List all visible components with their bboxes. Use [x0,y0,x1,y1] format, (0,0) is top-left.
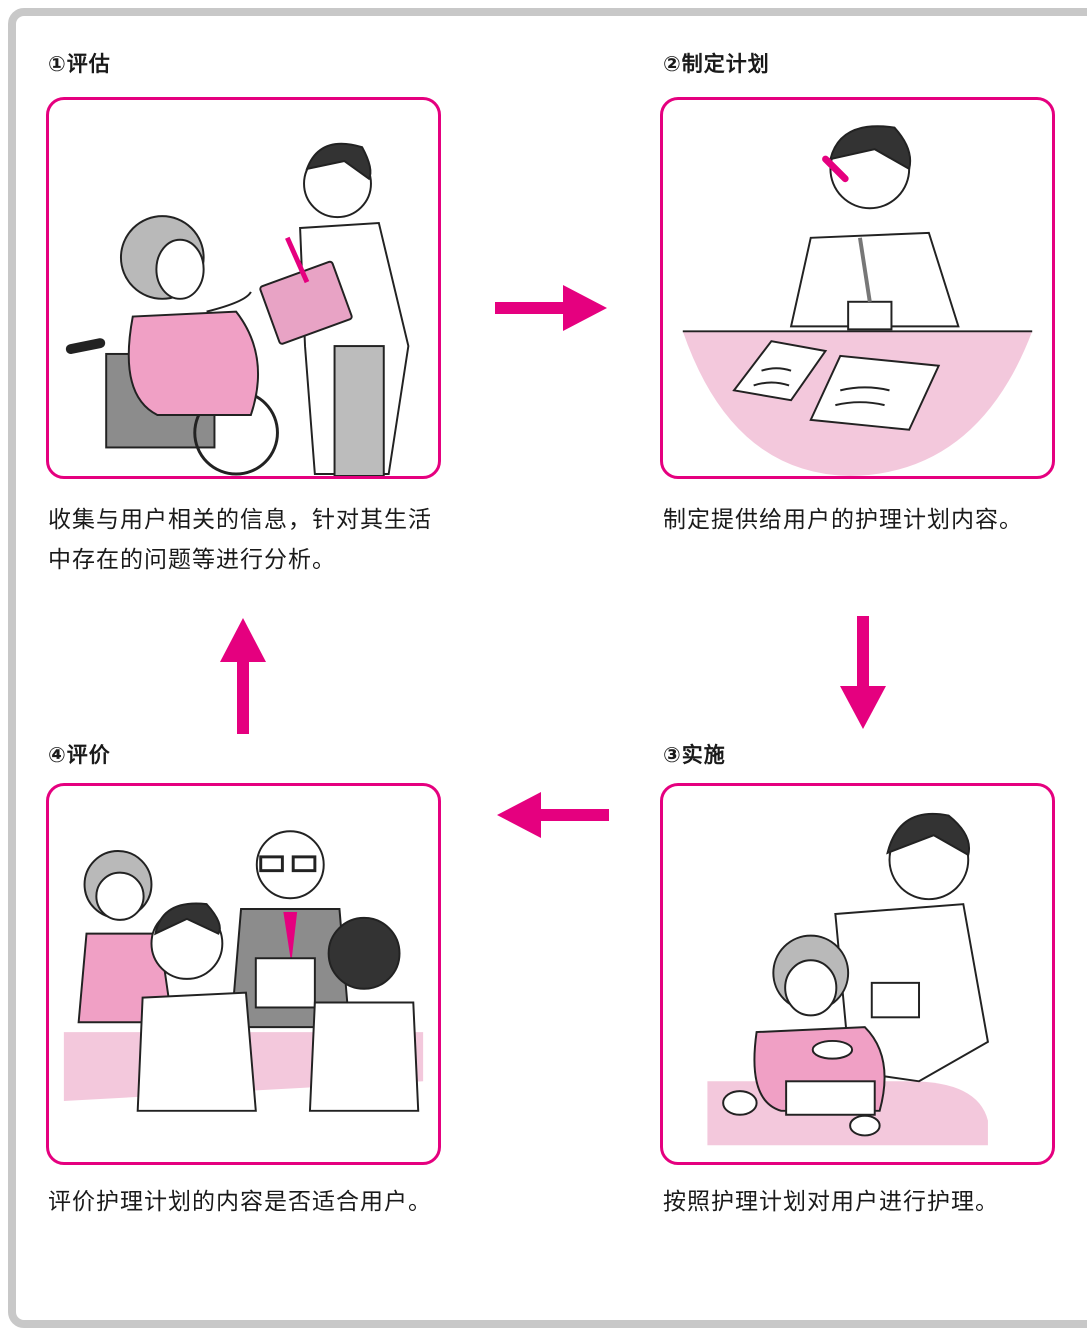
step-2-description: 制定提供给用户的护理计划内容。 [663,507,1023,533]
implementation-scene-image [707,812,990,1146]
step-1-title: ①评估 [48,52,111,76]
assessment-scene-image [65,142,410,476]
arrow-down-icon [840,616,886,729]
step-2-illustration [660,97,1055,479]
planning-scene-image [682,125,1033,476]
step-3-illustration [660,783,1055,1165]
step-1-description: 收集与用户相关的信息，针对其生活中存在的问题等进行分析。 [48,507,432,573]
evaluation-scene-image [63,830,424,1112]
step-3-description: 按照护理计划对用户进行护理。 [663,1189,999,1215]
arrow-right-icon [495,285,607,331]
arrow-up-icon [220,618,266,734]
step-1-illustration [46,97,441,479]
step-2-title: ②制定计划 [663,52,770,76]
step-4-illustration [46,783,441,1165]
step-4-title: ④评价 [48,743,111,767]
arrow-left-icon [497,792,609,838]
step-3-title: ③实施 [663,743,726,767]
step-4-description: 评价护理计划的内容是否适合用户。 [48,1189,432,1215]
